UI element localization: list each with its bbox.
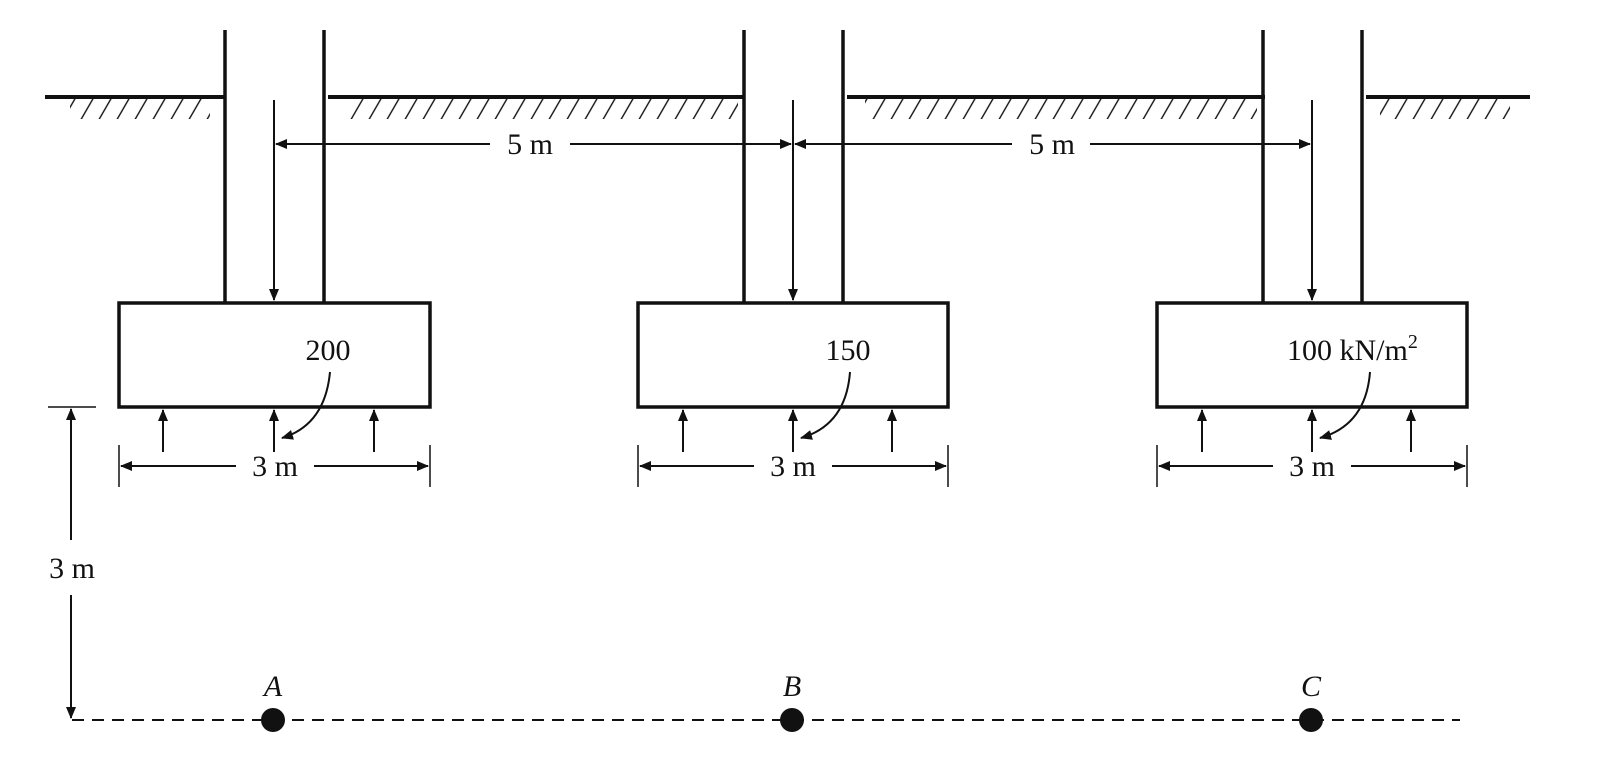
column-3 — [1261, 30, 1364, 303]
point-a: A — [261, 670, 285, 732]
spacing-dimension-1: 5 m — [275, 128, 792, 161]
point-c-label: C — [1301, 670, 1322, 703]
footing-2-leader — [800, 371, 851, 440]
point-b-label: B — [783, 670, 801, 703]
footing-2: 150 3 m — [636, 301, 950, 487]
footing-3-pressure-arrows — [1197, 409, 1416, 452]
column-2 — [742, 30, 845, 303]
footing-1-leader — [281, 371, 331, 440]
depth-label: 3 m — [49, 552, 95, 585]
footing-1-width-label: 3 m — [252, 450, 298, 483]
spacing-label-1: 5 m — [507, 128, 553, 161]
column-1 — [223, 30, 326, 303]
spacing-label-2: 5 m — [1029, 128, 1075, 161]
point-b: B — [780, 670, 804, 732]
footing-3-leader — [1319, 371, 1371, 440]
footing-3-width-label: 3 m — [1289, 450, 1335, 483]
soil-hatching — [70, 99, 1510, 119]
point-c: C — [1299, 670, 1323, 732]
footing-2-pressure-arrows — [678, 409, 897, 452]
point-a-label: A — [262, 670, 283, 703]
depth-dimension: 3 m — [48, 406, 96, 719]
footing-2-pressure-label: 150 — [826, 334, 871, 367]
spacing-dimension-2: 5 m — [794, 128, 1311, 161]
footing-1-pressure-arrows — [158, 409, 379, 452]
footing-2-width-label: 3 m — [770, 450, 816, 483]
footing-1: 200 3 m — [117, 301, 432, 487]
footing-1-pressure-label: 200 — [306, 334, 351, 367]
footing-3: 100 kN/m2 3 m — [1155, 301, 1469, 487]
footing-3-pressure-label: 100 kN/m2 — [1287, 331, 1418, 367]
